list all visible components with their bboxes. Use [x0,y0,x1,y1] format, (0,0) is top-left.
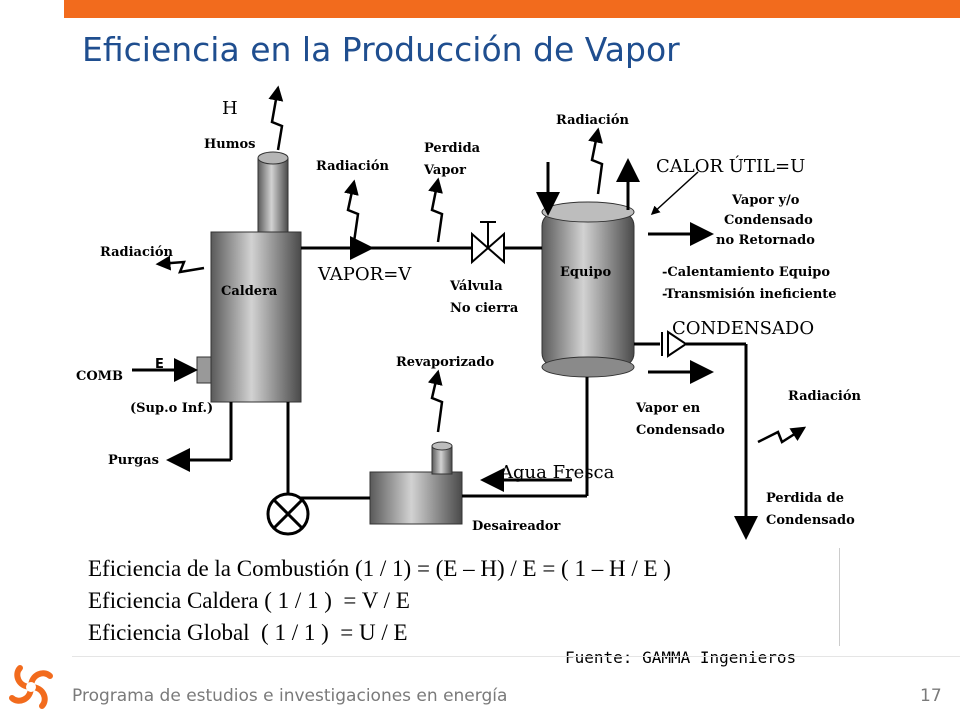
divider-line [839,548,840,646]
deaerator [369,441,463,525]
boiler-body [210,231,302,403]
piping [132,158,758,540]
boiler-chimney [257,157,289,235]
valve-icon [471,221,505,265]
label-valvula-2: No cierra [450,301,519,316]
formula-global: Eficiencia Global ( 1 / 1 ) = U / E [88,620,408,645]
label-calentamiento: -Calentamiento Equipo [662,265,830,280]
source-note: Fuente: GAMMA Ingenieros [565,648,797,667]
label-perdida-cond-1: Perdida de [766,491,844,506]
label-radiacion-left: Radiación [100,245,174,260]
label-condensado: CONDENSADO [672,318,814,339]
label-vapor-no-ret-2: Condensado [724,213,813,228]
label-perdida-vapor-2: Vapor [423,163,466,178]
burner [196,356,212,384]
label-purgas: Purgas [108,453,159,468]
pump-icon [266,492,310,536]
label-vapor-cond-2: Condensado [636,423,725,438]
label-agua-fresca: Agua Fresca [499,462,615,483]
label-h: H [222,98,238,119]
label-calor-util: CALOR ÚTIL=U [656,154,805,177]
footer-program-name: Programa de estudios e investigaciones e… [72,686,508,706]
label-humos: Humos [204,137,255,152]
label-equipo: Equipo [560,265,611,280]
label-radiacion-top: Radiación [556,113,630,128]
label-comb: COMB [76,369,123,384]
label-perdida-cond-2: Condensado [766,513,855,528]
label-revaporizado: Revaporizado [396,355,494,370]
formula-combustion: Eficiencia de la Combustión (1 / 1) = (E… [88,556,671,581]
steam-trap-icon [661,330,688,358]
calor-util-arrow [650,171,699,216]
label-vapor-no-ret-3: no Retornado [716,233,815,248]
label-sup-inf: (Sup.o Inf.) [130,401,213,416]
steam-system-diagram: H Humos Radiación Perdida Vapor Radiació… [72,82,876,550]
top-accent-bar [64,0,960,18]
label-vapor-cond-1: Vapor en [635,401,701,416]
label-radiacion-pipe: Radiación [316,159,390,174]
equipment-vessel [541,201,635,378]
formula-caldera: Eficiencia Caldera ( 1 / 1 ) = V / E [88,588,410,613]
boiler [196,151,302,403]
label-transmision: -Transmisión ineficiente [662,287,837,302]
efficiency-formulas: Eficiencia de la Combustión (1 / 1) = (E… [88,553,671,649]
label-vapor-no-ret-1: Vapor y/o [731,193,800,208]
label-perdida-vapor-1: Perdida [424,141,481,156]
label-desaireador: Desaireador [472,519,561,534]
swirl-logo-icon [9,665,53,709]
footer-divider [72,656,960,657]
page-number: 17 [920,686,942,706]
label-valvula-1: Válvula [449,279,503,294]
slide-title: Eficiencia en la Producción de Vapor [82,30,680,69]
label-e: E [155,357,164,372]
label-vapor-v: VAPOR=V [317,264,412,285]
radiation-zigzag-icon [155,85,807,444]
label-caldera: Caldera [221,284,278,299]
label-radiacion-right: Radiación [788,389,862,404]
diagram-background [72,82,876,550]
